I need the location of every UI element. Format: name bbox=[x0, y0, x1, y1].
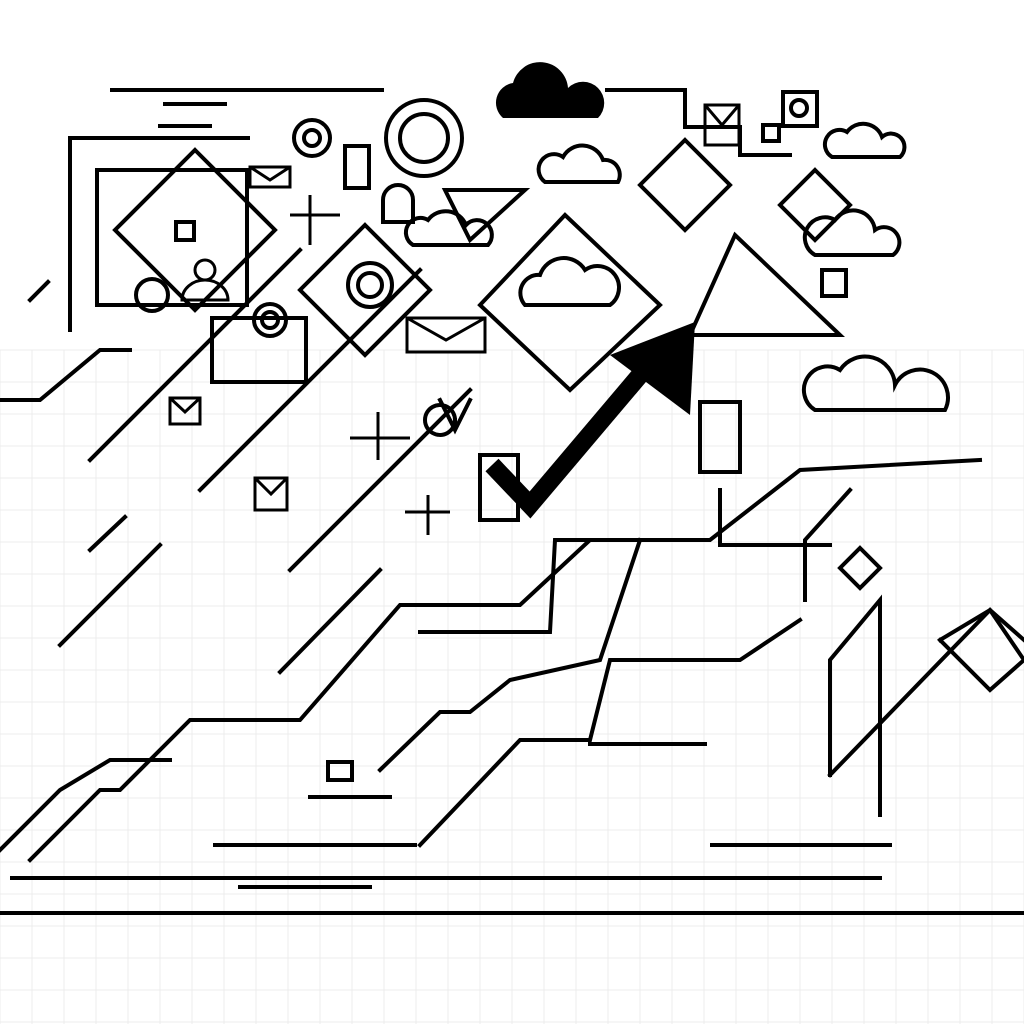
envelope-icon bbox=[253, 476, 289, 512]
diamond-icon bbox=[937, 607, 1024, 693]
misc-icons bbox=[134, 98, 883, 591]
target-icon bbox=[292, 118, 332, 158]
envelope-icon bbox=[703, 103, 741, 147]
square-icon bbox=[781, 90, 819, 128]
cloud-icon bbox=[403, 209, 494, 247]
diamond-icon bbox=[637, 137, 733, 233]
slash bbox=[57, 542, 163, 648]
cloud-icon bbox=[536, 143, 622, 184]
trend-lines bbox=[0, 247, 1024, 863]
cloud-icon bbox=[518, 256, 621, 307]
plus-icon bbox=[405, 495, 450, 535]
square-icon bbox=[210, 316, 308, 384]
diamond-icon bbox=[297, 222, 433, 358]
trend-line bbox=[0, 348, 132, 402]
plus-icon bbox=[290, 195, 340, 245]
square-icon bbox=[820, 268, 848, 298]
envelope-icon bbox=[168, 396, 202, 426]
cloud-icon bbox=[822, 121, 907, 159]
trend-arrow-icon bbox=[485, 322, 695, 519]
frame bbox=[718, 488, 832, 547]
slash bbox=[27, 279, 51, 303]
frame-box bbox=[95, 168, 249, 307]
trend-line bbox=[377, 537, 643, 773]
clouds bbox=[403, 62, 950, 412]
frames bbox=[95, 90, 853, 782]
user-group-icon bbox=[180, 258, 230, 302]
slash bbox=[87, 247, 303, 463]
trend-line bbox=[27, 538, 642, 863]
gear-icon bbox=[384, 98, 464, 178]
diamond-icon bbox=[777, 167, 853, 243]
cloud-icon bbox=[495, 62, 605, 118]
slash bbox=[287, 387, 473, 573]
square-icon bbox=[343, 144, 371, 190]
circle-icon bbox=[789, 98, 809, 118]
circle-icon bbox=[134, 277, 170, 313]
trend-line bbox=[418, 457, 983, 634]
triangle-icon bbox=[686, 231, 845, 337]
trend-line bbox=[417, 617, 803, 848]
slash bbox=[87, 514, 128, 553]
frame bbox=[605, 88, 792, 157]
target-icon bbox=[252, 302, 288, 338]
baselines bbox=[0, 742, 1024, 915]
square-icon bbox=[698, 400, 742, 474]
plus-icon bbox=[350, 412, 410, 460]
square-icon bbox=[326, 760, 354, 782]
slash bbox=[277, 567, 383, 675]
trend-line bbox=[828, 594, 882, 817]
puzzle-icon bbox=[837, 545, 883, 591]
header-lines bbox=[68, 88, 792, 332]
diamond-icon bbox=[112, 147, 278, 313]
crosses bbox=[290, 195, 450, 535]
envelope-icon bbox=[248, 165, 292, 189]
trend-line bbox=[827, 607, 1024, 778]
cloud-icon bbox=[802, 208, 902, 257]
trend-line bbox=[0, 758, 172, 853]
square-icon bbox=[174, 220, 196, 242]
location-pin-icon bbox=[423, 397, 473, 437]
diamond-icon bbox=[477, 212, 663, 393]
frame bbox=[68, 136, 250, 332]
pin-icon bbox=[381, 183, 415, 224]
envelope-icon bbox=[405, 316, 487, 354]
target-icon bbox=[346, 261, 394, 309]
cloud-icon bbox=[801, 354, 950, 412]
slash bbox=[197, 267, 423, 493]
square-icon bbox=[761, 123, 781, 143]
envelopes bbox=[168, 103, 741, 512]
background-grid bbox=[0, 349, 1024, 1024]
frame bbox=[803, 487, 853, 602]
